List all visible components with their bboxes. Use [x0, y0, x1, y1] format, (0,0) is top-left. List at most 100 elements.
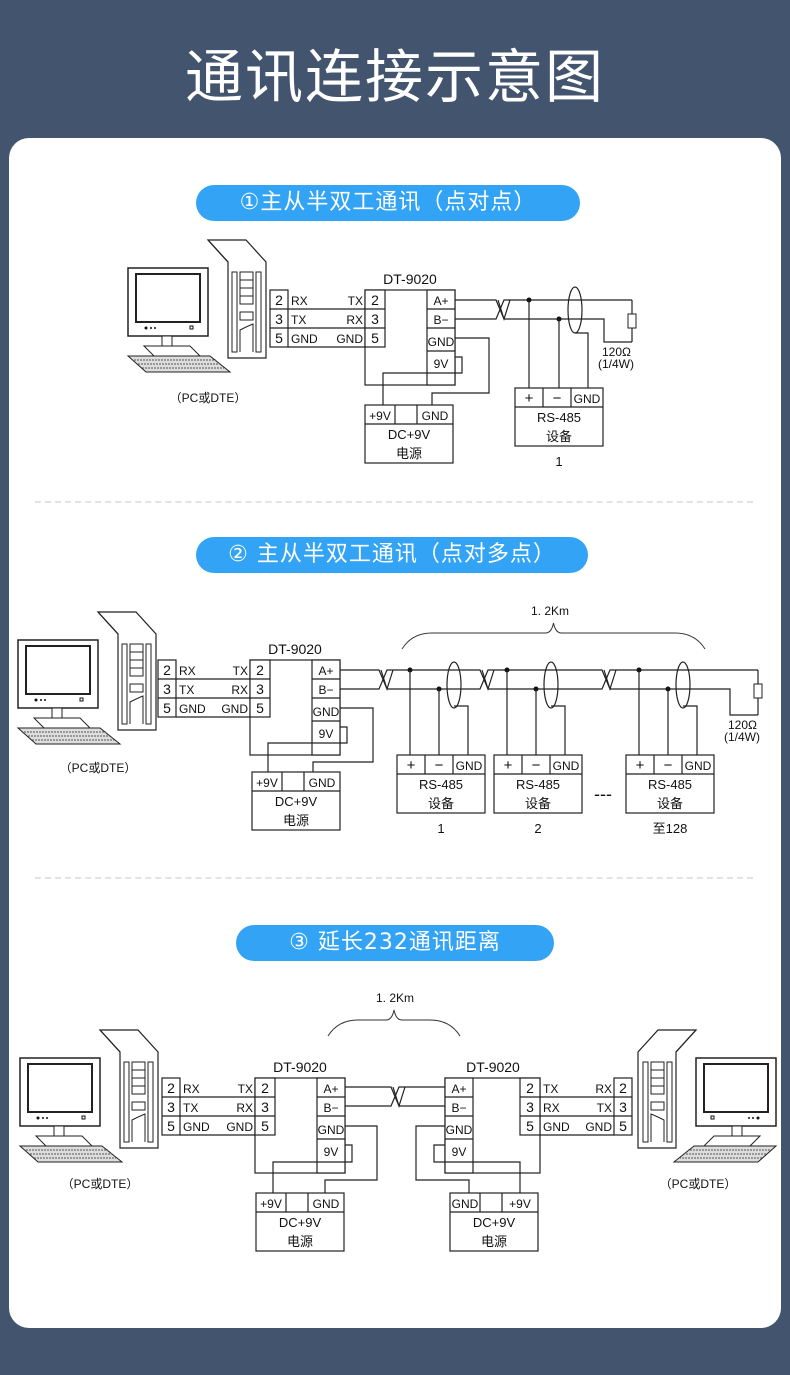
drive-bay [129, 667, 144, 677]
power-label: 电源 [283, 813, 309, 828]
signal-label: RX [236, 1101, 253, 1115]
pin-number: 5 [619, 1118, 627, 1134]
converter-rs485-terminals [426, 289, 456, 386]
signal-label: RX [346, 313, 363, 327]
terminal-label: B− [433, 313, 448, 327]
monitor-stand [161, 335, 173, 347]
db9-pin-block [157, 659, 177, 718]
device-terminal: GND [574, 392, 601, 406]
device-index: 2 [534, 821, 541, 836]
shield-wire [551, 705, 566, 755]
pin-number: 3 [261, 1099, 269, 1115]
monitor-button [81, 1115, 86, 1120]
monitor-stand [731, 1125, 743, 1137]
drive-bay [239, 311, 254, 321]
computer-icon [637, 1029, 778, 1163]
monitor-button [36, 1116, 40, 1120]
signal-label: RX [179, 664, 196, 678]
twisted-pair [373, 669, 395, 690]
section-divider [35, 501, 753, 503]
power-label: 电源 [287, 1234, 313, 1249]
distance-label: 1. 2Km [376, 991, 414, 1005]
drive-bay [131, 1085, 146, 1095]
device-terminal: − [553, 390, 562, 407]
pin-number: 2 [526, 1080, 534, 1096]
device-terminal: GND [456, 759, 483, 773]
twisted-pair [490, 299, 512, 320]
device-terminal: + [504, 757, 513, 774]
device-terminal: − [532, 757, 541, 774]
power-terminal: +9V [256, 776, 278, 790]
converter-rs485-terminals [311, 659, 341, 756]
power-wire [324, 1125, 378, 1193]
monitor-button [44, 699, 46, 701]
signal-label: GND [543, 1120, 570, 1134]
converter-rs485-terminals [444, 1077, 474, 1174]
shield-icon [567, 286, 583, 334]
monitor-base [142, 345, 202, 357]
pin-number: 2 [167, 1080, 175, 1096]
twisted-pair [497, 299, 511, 321]
pin-number: 5 [526, 1118, 534, 1134]
drive-bay [131, 1101, 146, 1111]
terminal-label: 9V [452, 1145, 467, 1159]
device-name: RS-485 [419, 777, 463, 792]
monitor-base [32, 717, 92, 729]
tower-slot [642, 1061, 649, 1143]
power-voltage: DC+9V [279, 1215, 322, 1230]
device-index: 1 [437, 821, 444, 836]
monitor-button [79, 697, 84, 702]
device-type: 设备 [657, 796, 683, 811]
power-supply-box [255, 1192, 345, 1252]
signal-label: TX [543, 1082, 558, 1096]
device-terminal: + [525, 390, 534, 407]
drive-bay [239, 287, 254, 297]
pin-number: 2 [163, 662, 171, 678]
converter-model: DT-9020 [273, 1059, 327, 1075]
power-wire [382, 356, 463, 405]
twisted-pair [392, 1086, 406, 1108]
terminal-label: A+ [451, 1082, 466, 1096]
monitor-button [752, 1117, 754, 1119]
twisted-pair [481, 669, 495, 691]
twisted-pair [596, 669, 618, 690]
terminal-label: GND [313, 705, 340, 719]
power-voltage: DC+9V [473, 1215, 516, 1230]
device-terminal: − [435, 757, 444, 774]
device-terminal: GND [553, 759, 580, 773]
power-label: 电源 [396, 446, 422, 461]
pc-label: （PC或DTE） [60, 761, 137, 775]
monitor-button [46, 1117, 48, 1119]
pin-number: 3 [275, 311, 283, 327]
converter-model: DT-9020 [268, 641, 322, 657]
computer-icon [18, 1029, 159, 1163]
shield-wire [454, 705, 469, 755]
power-voltage: DC+9V [275, 794, 318, 809]
signal-label: TX [179, 683, 194, 697]
power-terminal: +9V [509, 1197, 531, 1211]
pc-label: （PC或DTE） [170, 391, 247, 405]
monitor-button [154, 327, 156, 329]
signal-label: GND [336, 332, 363, 346]
power-wire [267, 726, 348, 772]
twisted-pair [603, 669, 617, 691]
drive-bay [650, 1085, 665, 1095]
rs485-device-box [514, 387, 604, 447]
power-terminal: +9V [369, 409, 391, 423]
rs485-device-box [625, 754, 715, 814]
tower-slot [666, 1061, 673, 1143]
power-terminal: GND [452, 1197, 479, 1211]
signal-label: TX [597, 1101, 612, 1115]
monitor-screen [27, 1063, 93, 1113]
terminator-value: 120Ω [602, 345, 631, 359]
monitor-button [150, 327, 152, 329]
terminal-label: A+ [323, 1082, 338, 1096]
monitor-button [748, 1117, 750, 1119]
power-terminal: GND [422, 409, 449, 423]
drive-bay [650, 1061, 665, 1071]
signal-label: RX [183, 1082, 200, 1096]
pin-number: 2 [256, 662, 264, 678]
power-wire [312, 707, 374, 772]
monitor-screen [703, 1063, 769, 1113]
shield-icon [543, 661, 559, 709]
